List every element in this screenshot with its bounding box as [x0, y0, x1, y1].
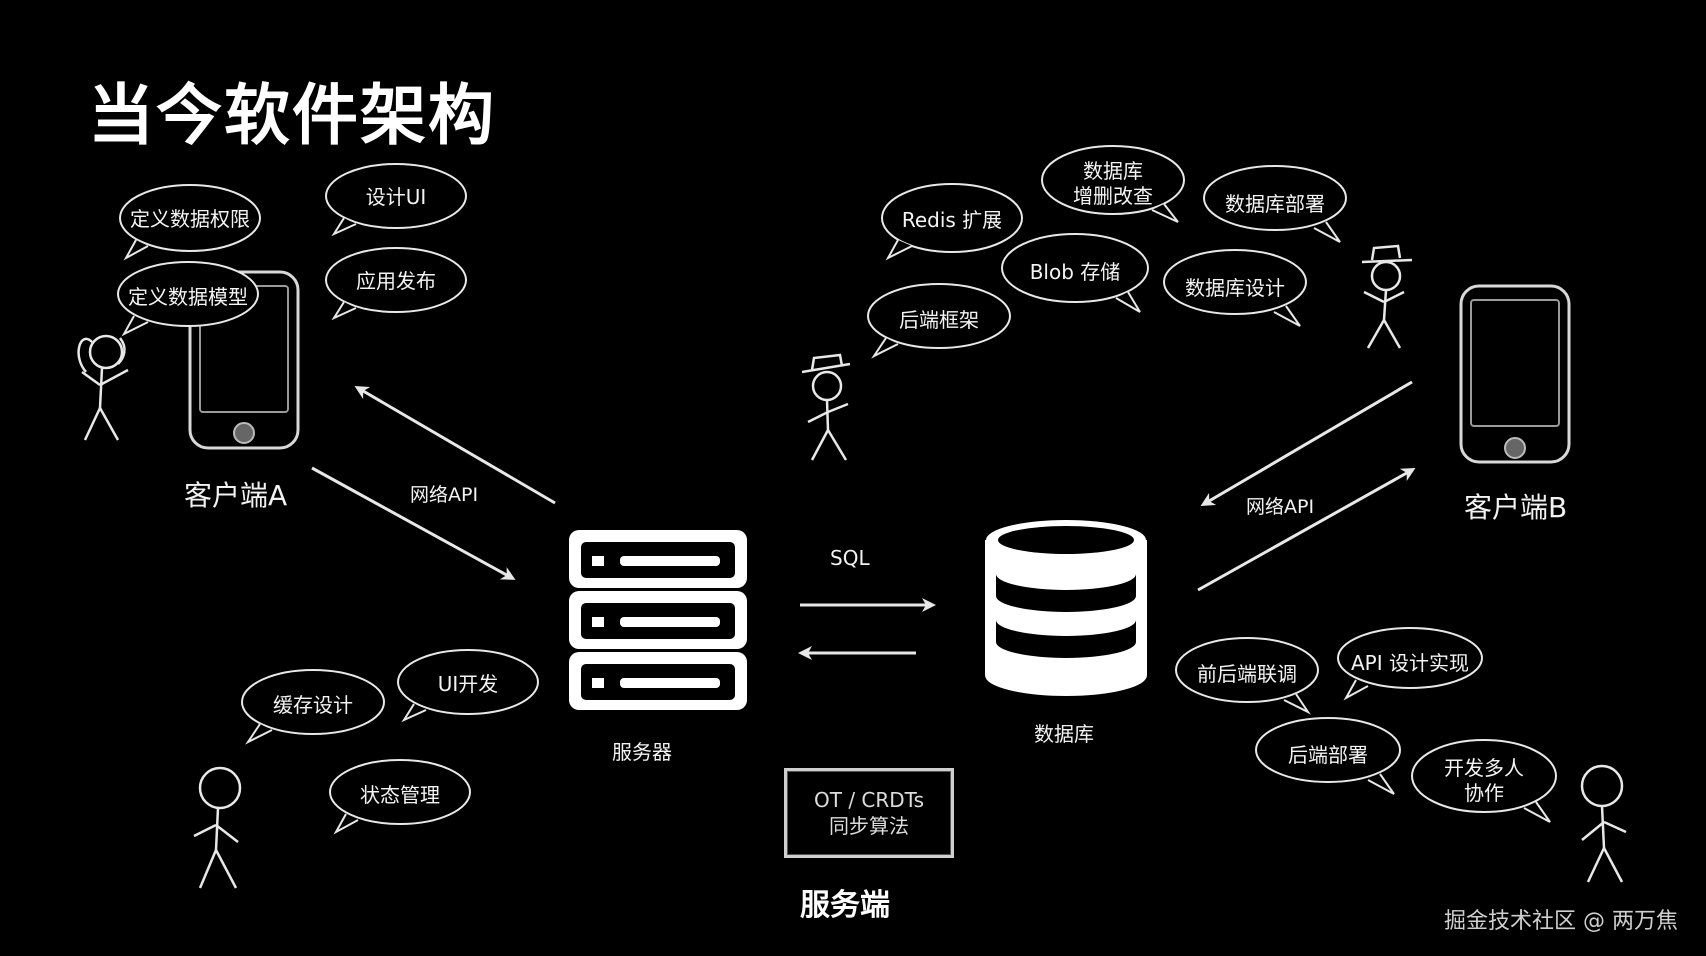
speech-bubble: 数据库 增删改查 [1040, 144, 1186, 224]
server-label: 服务器 [612, 740, 672, 764]
client-a-label: 客户端A [184, 479, 288, 512]
bubble-text: 设计UI [365, 184, 427, 209]
speech-bubble: 定义数据权限 [118, 182, 262, 261]
speech-bubble: Blob 存储 [1000, 232, 1150, 313]
server-side-title: 服务端 [800, 888, 890, 923]
designer-figure-icon [77, 334, 129, 441]
speech-bubble: 后端框架 [866, 282, 1012, 359]
bubble-text: Redis 扩展 [901, 207, 1003, 232]
algo-line-2: 同步算法 [829, 814, 909, 838]
speech-bubble: Redis 扩展 [880, 182, 1024, 261]
arrow-client-b-to-db [1200, 380, 1413, 507]
bubble-text: API 设计实现 [1351, 650, 1469, 675]
arrow-server-to-client-a [354, 385, 556, 505]
bubble-text: 数据库 增删改查 [1073, 159, 1153, 208]
speech-bubble: 应用发布 [324, 246, 468, 321]
speech-bubble: 数据库设计 [1162, 248, 1308, 328]
bubble-text: 缓存设计 [273, 692, 353, 717]
algo-line-1: OT / CRDTs [814, 788, 924, 812]
bubble-text: Blob 存储 [1029, 259, 1121, 284]
speech-bubble: 状态管理 [328, 758, 472, 835]
bubble-text: 后端部署 [1288, 742, 1368, 767]
sync-algorithm-box: OT / CRDTs 同步算法 [784, 768, 954, 858]
bubble-text: 定义数据模型 [128, 284, 248, 309]
watermark: 掘金技术社区 @ 两万焦 [1444, 909, 1678, 934]
phone-b-icon [1459, 284, 1571, 464]
speech-bubble: 缓存设计 [240, 668, 386, 745]
speech-bubble: 定义数据模型 [116, 260, 260, 337]
page-title: 当今软件架构 [88, 77, 496, 154]
bubble-text: 后端框架 [899, 307, 979, 332]
arrow-db-to-client-b [1197, 468, 1416, 592]
client-b-user-figure-icon [1361, 244, 1413, 349]
bubble-text: 开发多人 协作 [1444, 756, 1524, 805]
bubble-text: 数据库部署 [1225, 191, 1325, 216]
fullstack-dev-figure-icon [1580, 764, 1627, 883]
frontend-dev-figure-icon [193, 766, 242, 889]
bubble-text: 应用发布 [356, 268, 436, 293]
speech-bubble: API 设计实现 [1336, 626, 1484, 701]
bubble-text: 状态管理 [360, 782, 440, 807]
backend-dev-figure-icon [801, 353, 851, 461]
speech-bubble: 开发多人 协作 [1410, 738, 1558, 824]
server-icon [569, 530, 747, 710]
client-b-label: 客户端B [1464, 491, 1568, 524]
database-icon [985, 520, 1147, 696]
api-label-right: 网络API [1246, 496, 1315, 518]
bubble-text: UI开发 [437, 671, 499, 696]
speech-bubble: 数据库部署 [1202, 164, 1348, 244]
arrow-client-a-to-server [311, 466, 516, 580]
speech-bubble: 前后端联调 [1174, 636, 1320, 715]
sql-label: SQL [830, 546, 870, 570]
speech-bubble: 设计UI [324, 162, 468, 237]
bubble-text: 定义数据权限 [130, 206, 250, 231]
database-label: 数据库 [1034, 722, 1094, 746]
api-label-left: 网络API [410, 484, 479, 506]
bubble-text: 数据库设计 [1185, 275, 1285, 300]
speech-bubble: UI开发 [396, 648, 540, 723]
speech-bubble: 后端部署 [1254, 716, 1402, 795]
bubble-text: 前后端联调 [1197, 661, 1297, 686]
